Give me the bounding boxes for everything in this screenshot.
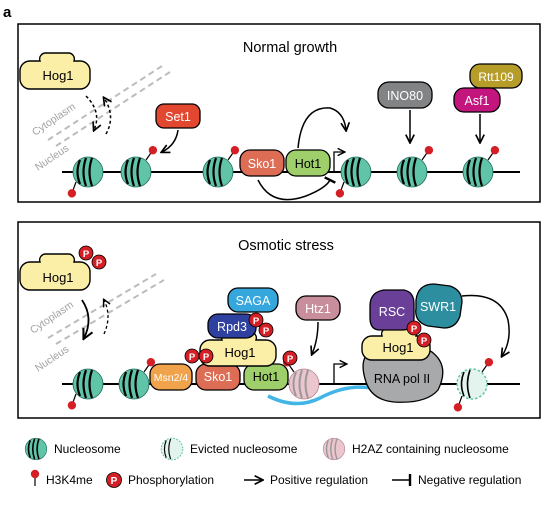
pol-phospho-2: P bbox=[416, 332, 432, 348]
rna-pol-ii-label: RNA pol II bbox=[374, 372, 430, 386]
export-arrow bbox=[104, 98, 111, 135]
svg-text:P: P bbox=[287, 354, 294, 365]
asf1-label: Asf1 bbox=[464, 94, 489, 108]
rna-transcript bbox=[267, 385, 373, 406]
rpd3-phospho-2: P bbox=[258, 322, 274, 338]
hot1-positive-arrow bbox=[297, 107, 346, 149]
svg-text:P: P bbox=[189, 352, 196, 363]
hot1-stress-label: Hot1 bbox=[253, 370, 279, 384]
legend: Nucleosome Evicted nucleosome H2AZ conta… bbox=[24, 437, 521, 488]
legend-phospho-icon: P bbox=[106, 472, 122, 488]
osmotic-stress-title: Osmotic stress bbox=[238, 238, 334, 254]
rtt109-label: Rtt109 bbox=[478, 70, 514, 84]
nucleosome-6 bbox=[461, 143, 502, 189]
asf1-protein bbox=[453, 87, 501, 113]
sko1-protein bbox=[239, 149, 285, 177]
membrane-lines bbox=[47, 65, 171, 147]
saga-label: SAGA bbox=[236, 294, 271, 308]
sko1-label: Sko1 bbox=[248, 157, 277, 171]
hog1-stress-protein bbox=[19, 253, 91, 291]
ino80-label: INO80 bbox=[387, 89, 423, 103]
normal-growth-panel bbox=[17, 23, 541, 203]
import-arrow-stress bbox=[81, 299, 89, 338]
normal-growth-title: Normal growth bbox=[243, 40, 337, 56]
set1-protein bbox=[155, 103, 201, 129]
saga-protein bbox=[227, 287, 279, 313]
hot1-protein bbox=[285, 149, 331, 177]
legend-evicted-icon bbox=[160, 437, 184, 461]
hog1-complex-label: Hog1 bbox=[224, 345, 255, 360]
htz1-protein bbox=[295, 295, 341, 321]
rsc-label: RSC bbox=[379, 305, 405, 319]
hog1-phospho-1: P bbox=[78, 245, 94, 261]
svg-text:P: P bbox=[253, 316, 260, 327]
legend-nucleosome-icon bbox=[24, 437, 48, 461]
msn24-protein bbox=[149, 363, 193, 391]
hog1-stress-label: Hog1 bbox=[42, 270, 73, 285]
swr1-label: SWR1 bbox=[420, 300, 456, 314]
svg-text:P: P bbox=[83, 249, 90, 260]
rsc-protein bbox=[369, 289, 415, 331]
msn24-label: Msn2/4 bbox=[154, 372, 189, 384]
nucleus-label-stress: Nucleus bbox=[33, 343, 71, 374]
legend-positive-label: Positive regulation bbox=[270, 473, 368, 487]
sko1-negative-arrow bbox=[257, 176, 336, 201]
set1-label: Set1 bbox=[165, 110, 191, 124]
svg-text:P: P bbox=[263, 326, 270, 337]
ino80-protein bbox=[377, 81, 433, 109]
svg-text:P: P bbox=[96, 258, 103, 269]
hog1-pol-label: Hog1 bbox=[382, 340, 413, 355]
sko1-phospho: P bbox=[198, 348, 214, 364]
svg-text:P: P bbox=[421, 336, 428, 347]
osmotic-stress-panel bbox=[17, 221, 541, 419]
sko1-stress-label: Sko1 bbox=[204, 370, 233, 384]
pol-phospho-1: P bbox=[406, 320, 422, 336]
export-arrow-stress bbox=[104, 300, 108, 335]
cytoplasm-label-stress: Cytoplasm bbox=[28, 299, 76, 337]
swr1-protein bbox=[415, 283, 463, 329]
tss-arrow-stress bbox=[333, 364, 346, 384]
legend-evicted-label: Evicted nucleosome bbox=[190, 442, 298, 456]
panel-letter: a bbox=[3, 4, 12, 21]
tss-arrow bbox=[333, 152, 344, 172]
nucleosome-s1 bbox=[65, 367, 105, 412]
nucleosome-1 bbox=[65, 155, 105, 200]
nucleosome-5 bbox=[395, 143, 436, 189]
nucleosome-3 bbox=[201, 143, 242, 189]
legend-h3k4me-label: H3K4me bbox=[46, 473, 93, 487]
membrane-lines-stress bbox=[47, 273, 165, 345]
legend-nucleosome-label: Nucleosome bbox=[54, 442, 121, 456]
legend-h2az-icon bbox=[322, 437, 346, 461]
hog1-protein bbox=[19, 52, 91, 90]
hog1-phospho-2: P bbox=[91, 254, 107, 270]
msn24-phospho: P bbox=[184, 348, 200, 364]
rpd3-label: Rpd3 bbox=[217, 320, 247, 334]
hot1-label: Hot1 bbox=[295, 157, 321, 171]
htz1-arrow bbox=[312, 321, 318, 354]
htz1-label: Htz1 bbox=[305, 302, 331, 316]
cytoplasm-label: Cytoplasm bbox=[30, 101, 78, 139]
nucleosome-2 bbox=[119, 143, 160, 189]
nucleus-label: Nucleus bbox=[33, 142, 71, 173]
svg-text:P: P bbox=[111, 476, 118, 487]
legend-phospho-label: Phosphorylation bbox=[128, 473, 214, 487]
svg-text:P: P bbox=[411, 324, 418, 335]
import-arrow bbox=[85, 95, 97, 130]
rpd3-phospho-1: P bbox=[248, 312, 264, 328]
legend-h2az-label: H2AZ containing nucleosome bbox=[352, 442, 509, 456]
swr1-positive-arrow bbox=[461, 294, 509, 357]
set1-arrow bbox=[162, 129, 179, 152]
hog1-label: Hog1 bbox=[42, 68, 73, 83]
rtt109-protein bbox=[469, 63, 523, 89]
legend-h3k4me-icon bbox=[30, 469, 40, 487]
legend-negative-label: Negative regulation bbox=[418, 473, 521, 487]
nucleosome-4 bbox=[333, 155, 373, 200]
svg-text:P: P bbox=[203, 352, 210, 363]
hot1-phospho: P bbox=[282, 350, 298, 366]
